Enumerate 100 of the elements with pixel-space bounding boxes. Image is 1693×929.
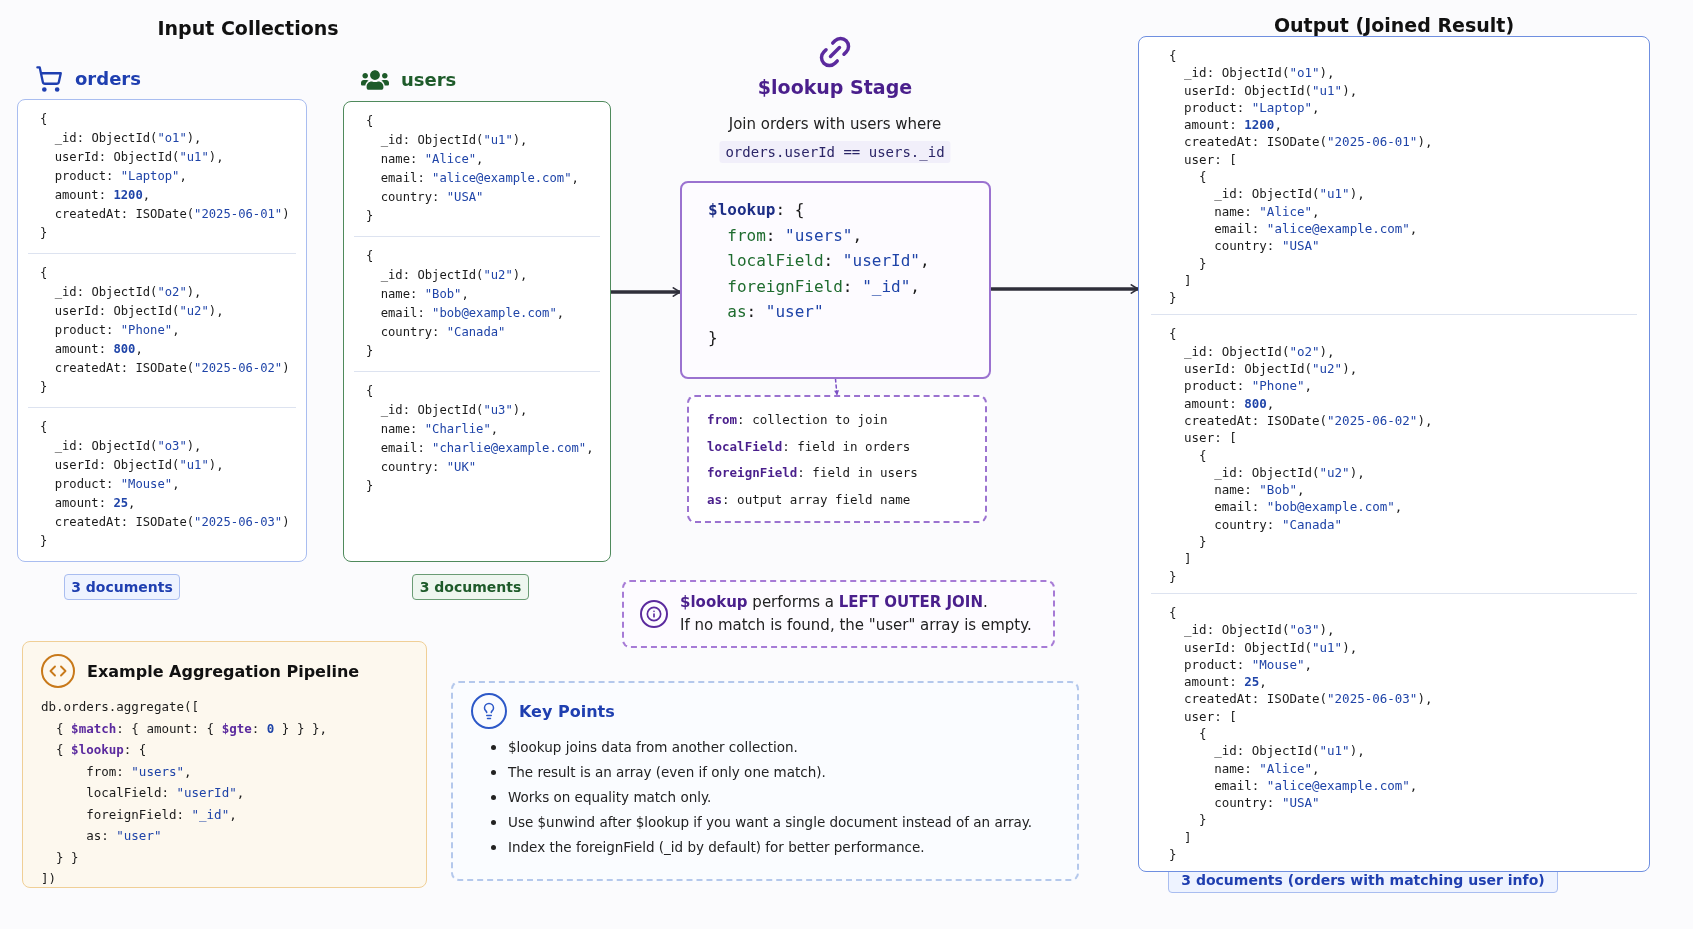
code-line: } (40, 533, 48, 550)
code-line: { (1169, 325, 1177, 343)
code-line: userId: ObjectId("u2"), (53, 303, 224, 320)
section-heading: orders (75, 68, 141, 89)
code-line: createdAt: ISODate("2025-06-03"), (1183, 690, 1433, 708)
code-line: } (1169, 846, 1177, 864)
description-text: Join orders with users where (728, 115, 942, 133)
code-line: name: "Charlie", (379, 421, 499, 438)
count-badge: 3 documents (412, 574, 529, 600)
code-line: { (40, 265, 48, 282)
code-line: user: [ (1183, 707, 1237, 725)
note-text: If no match is found, the "user" array is empty. (680, 615, 1032, 636)
code-line: product: "Mouse", (53, 476, 180, 493)
code-line: as: "user" (726, 301, 824, 323)
code-line: } (1198, 811, 1207, 829)
note-box (622, 580, 1055, 648)
code-line: { $lookup: { (55, 741, 147, 759)
code-line: user: [ (1183, 429, 1237, 447)
code-line: localField: "userId", (85, 784, 245, 802)
code-line: } } (55, 848, 79, 867)
section-heading: Input Collections (157, 17, 339, 39)
bullet-text: Use $unwind after $lookup if you want a single document instead of an array. (508, 813, 1033, 832)
code-line: db.orders.aggregate([ (41, 698, 200, 716)
code-line: } (1169, 289, 1177, 307)
code-line: } (1198, 533, 1207, 551)
code-line: country: "USA" (1213, 237, 1320, 255)
code-line: _id: ObjectId("o2"), (53, 284, 202, 301)
code-line: as: "user" (85, 827, 162, 845)
code-line: { (1198, 168, 1207, 186)
code-line: $lookup: { (708, 199, 805, 221)
code-line: ] (1183, 271, 1192, 290)
arrow (609, 287, 682, 297)
code-line: ]) (41, 870, 57, 888)
code-line: foreignField: "_id", (85, 805, 237, 824)
code-line: email: "bob@example.com", (379, 305, 565, 322)
code-line: { (40, 419, 48, 436)
code-line: createdAt: ISODate("2025-06-02"), (1183, 411, 1433, 430)
code-line: } (366, 343, 374, 360)
code-line: _id: ObjectId("u3"), (379, 402, 528, 419)
code-line: from: "users", (85, 762, 192, 781)
code-line: userId: ObjectId("u1"), (1183, 638, 1358, 656)
section-heading: users (401, 69, 457, 90)
code-line: _id: ObjectId("o2"), (1183, 342, 1335, 361)
code-line: country: "Canada" (1213, 515, 1343, 533)
key-points-panel (451, 681, 1079, 881)
code-line: } (1198, 254, 1207, 272)
code-line: createdAt: ISODate("2025-06-01") (53, 206, 290, 223)
code-line: foreignField: "_id", (726, 275, 920, 298)
code-line: email: "alice@example.com", (1213, 776, 1418, 795)
code-line: product: "Phone", (53, 322, 180, 339)
code-line: name: "Bob", (1213, 481, 1305, 499)
code-line: userId: ObjectId("u1"), (53, 149, 224, 166)
code-line: product: "Mouse", (1183, 655, 1313, 674)
code-line: email: "bob@example.com", (1213, 498, 1403, 516)
code-line: { (1198, 725, 1207, 743)
code-line: createdAt: ISODate("2025-06-03") (53, 514, 290, 531)
code-line: country: "Canada" (379, 324, 506, 341)
code-line: _id: ObjectId("o1"), (53, 130, 202, 147)
code-line: { $match: { amount: { $gte: 0 } } }, (55, 719, 328, 738)
code-line: localField: "userId", (726, 250, 930, 272)
code-line: ] (1183, 828, 1192, 847)
code-line: product: "Phone", (1183, 377, 1313, 395)
code-line: email: "alice@example.com", (379, 170, 579, 187)
code-line: } (40, 225, 48, 242)
code-line: amount: 800, (53, 341, 143, 358)
code-line: } (1169, 567, 1177, 585)
code-line: createdAt: ISODate("2025-06-02") (53, 360, 290, 377)
code-line: country: "UK" (379, 459, 477, 476)
panel-title: Example Aggregation Pipeline (87, 661, 360, 681)
code-line: name: "Bob", (379, 286, 469, 303)
code-line: amount: 800, (1183, 394, 1275, 412)
code-line: ] (1183, 550, 1192, 568)
bullet-text: $lookup joins data from another collection. (508, 738, 798, 757)
definition-line: foreignField: field in users (707, 464, 918, 482)
arrow (989, 284, 1140, 294)
definition-box (687, 395, 987, 523)
code-line: product: "Laptop", (53, 168, 187, 185)
bullet-text: The result is an array (even if only one match). (508, 763, 826, 782)
code-line: name: "Alice", (1213, 759, 1320, 777)
code-line: userId: ObjectId("u1"), (1183, 81, 1358, 99)
code-line: { (1169, 603, 1177, 622)
code-line: product: "Laptop", (1183, 98, 1320, 117)
code-line: } (40, 379, 48, 396)
join-condition: orders.userId == users._id (719, 141, 951, 163)
stage-box (680, 181, 991, 379)
code-line: userId: ObjectId("u1"), (53, 457, 224, 474)
code-line: { (1198, 446, 1207, 464)
code-line: name: "Alice", (1213, 202, 1320, 220)
code-line: email: "charlie@example.com", (379, 440, 594, 457)
code-line: _id: ObjectId("o1"), (1183, 64, 1335, 82)
code-line: } (366, 208, 374, 225)
count-badge: 3 documents (64, 574, 180, 600)
code-line: _id: ObjectId("u1"), (379, 132, 528, 149)
panel-title: Key Points (519, 701, 615, 721)
code-line: amount: 25, (53, 495, 136, 512)
code-line: country: "USA" (379, 189, 484, 206)
code-line: amount: 25, (1183, 673, 1267, 691)
definition-line: from: collection to join (707, 411, 888, 429)
definition-line: localField: field in orders (707, 437, 911, 456)
code-line: user: [ (1183, 150, 1237, 169)
